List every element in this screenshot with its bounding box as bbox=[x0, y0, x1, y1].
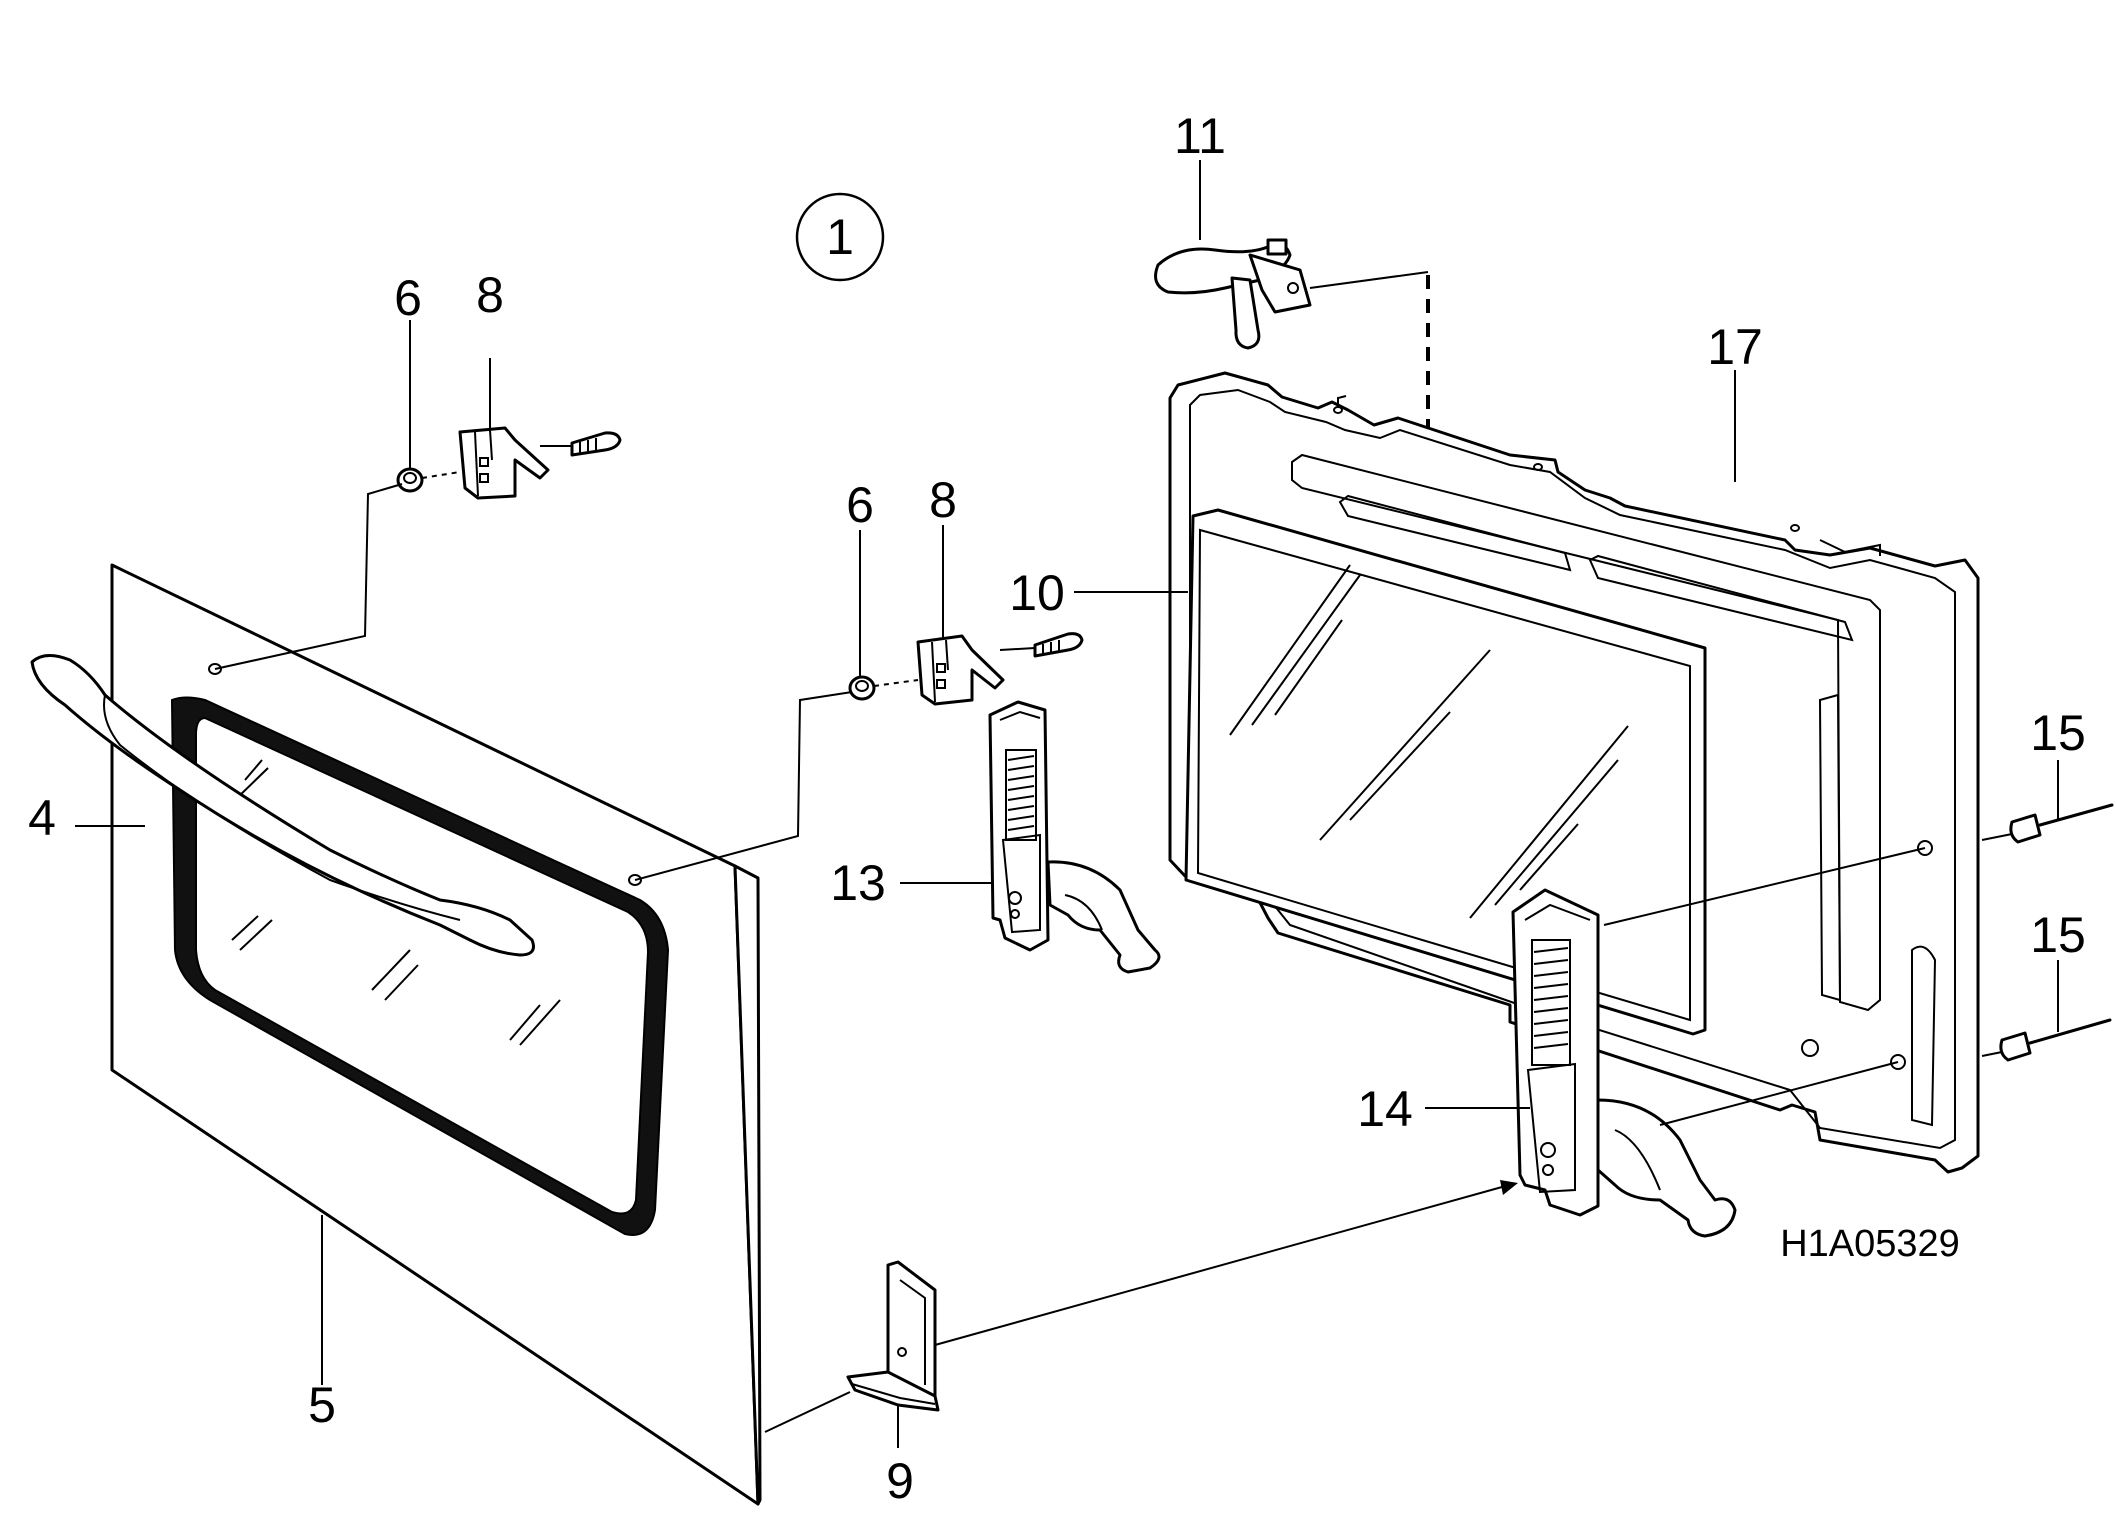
callout-4: 4 bbox=[28, 790, 56, 846]
callout-15-a: 15 bbox=[2030, 705, 2086, 761]
callout-13: 13 bbox=[830, 855, 886, 911]
screw-upper bbox=[2009, 803, 2114, 844]
callout-15-b: 15 bbox=[2030, 907, 2086, 963]
callout-5: 5 bbox=[308, 1377, 336, 1433]
hinge-left bbox=[988, 700, 1161, 974]
callout-6-b: 6 bbox=[846, 477, 874, 533]
handle-bracket-a bbox=[396, 426, 622, 500]
outer-door-panel bbox=[110, 563, 762, 1506]
drawing-reference-code: H1A05329 bbox=[1780, 1223, 1960, 1265]
callout-8-b: 8 bbox=[929, 472, 957, 528]
callout-14: 14 bbox=[1357, 1081, 1413, 1137]
door-catch bbox=[1154, 238, 1312, 350]
callout-11: 11 bbox=[1174, 108, 1226, 164]
handle-bracket-b bbox=[848, 632, 1084, 706]
bottom-clip bbox=[846, 1260, 940, 1412]
door-handle bbox=[30, 654, 535, 957]
view-number: 1 bbox=[826, 209, 854, 265]
callout-17: 17 bbox=[1707, 319, 1763, 375]
hinge-right bbox=[1511, 888, 1737, 1238]
callout-10: 10 bbox=[1009, 565, 1065, 621]
screw-lower bbox=[1999, 1018, 2112, 1062]
callout-8-a: 8 bbox=[476, 267, 504, 323]
callout-6-a: 6 bbox=[394, 270, 422, 326]
view-number-marker: 1 bbox=[795, 192, 885, 282]
callout-9: 9 bbox=[886, 1453, 914, 1509]
